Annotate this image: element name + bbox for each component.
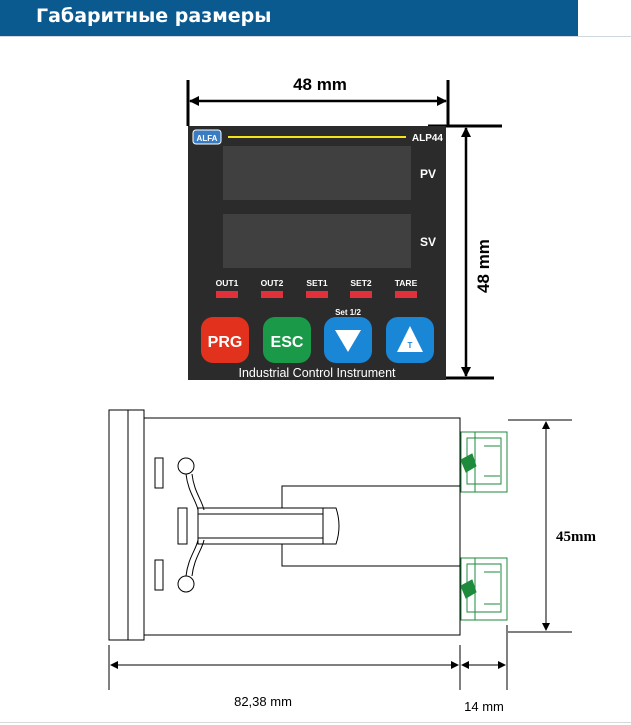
led-out2 [261, 291, 283, 298]
indicator-set2-label: SET2 [350, 278, 372, 288]
front-width-dimension: 48 mm [186, 75, 450, 126]
slot-middle [177, 507, 188, 545]
led-set1 [306, 291, 328, 298]
up-button-letter: T [408, 341, 413, 350]
side-height-dimension: 45mm [508, 419, 596, 633]
front-height-label: 48 mm [474, 239, 493, 293]
housing [143, 417, 461, 636]
led-tare [395, 291, 417, 298]
brand-logo-text: ALFA [197, 134, 218, 143]
sv-label: SV [420, 235, 436, 249]
connector-depth-label: 14 mm [464, 699, 504, 714]
mounting-clamp [177, 457, 340, 593]
header-divider [0, 36, 631, 37]
led-out1 [216, 291, 238, 298]
led-set2 [350, 291, 372, 298]
page-title: Габаритные размеры [36, 5, 272, 27]
prg-button-label: PRG [208, 334, 243, 351]
slot-bottom [154, 559, 164, 591]
side-depth-label: 82,38 mm [234, 694, 292, 709]
front-panel: ALFA ALP44 PV SV OUT1 OUT2 SET1 SET2 TAR… [188, 126, 446, 380]
footer-divider [0, 722, 631, 723]
slot-top [154, 457, 164, 489]
side-height-label: 45mm [556, 529, 596, 545]
front-height-dimension: 48 mm [428, 124, 502, 380]
pv-display [223, 146, 411, 200]
esc-button-label: ESC [271, 334, 304, 351]
indicator-out1-label: OUT1 [216, 278, 239, 288]
model-label: ALP44 [412, 133, 444, 144]
pv-label: PV [420, 167, 436, 181]
up-tare-button[interactable]: T [386, 317, 434, 363]
arrow-down-icon [335, 330, 361, 352]
header-bar: Габаритные размеры [0, 0, 578, 36]
front-width-label: 48 mm [293, 75, 347, 94]
connector-bottom [460, 557, 508, 621]
indicator-tare-label: TARE [395, 278, 418, 288]
bezel [108, 409, 145, 641]
down-button[interactable] [324, 317, 372, 363]
side-depth-dimension: 82,38 mm 14 mm [108, 625, 508, 714]
brand-logo [192, 129, 222, 145]
indicator-set1-label: SET1 [306, 278, 328, 288]
indicator-out2-label: OUT2 [261, 278, 284, 288]
arrow-up-icon [397, 326, 423, 352]
esc-button[interactable]: ESC [263, 317, 311, 363]
prg-button[interactable]: PRG [201, 317, 249, 363]
connector-top [460, 431, 508, 493]
side-view [108, 409, 508, 641]
sv-display [223, 214, 411, 268]
instrument-caption: Industrial Control Instrument [238, 366, 396, 380]
set-label: Set 1/2 [335, 308, 361, 317]
